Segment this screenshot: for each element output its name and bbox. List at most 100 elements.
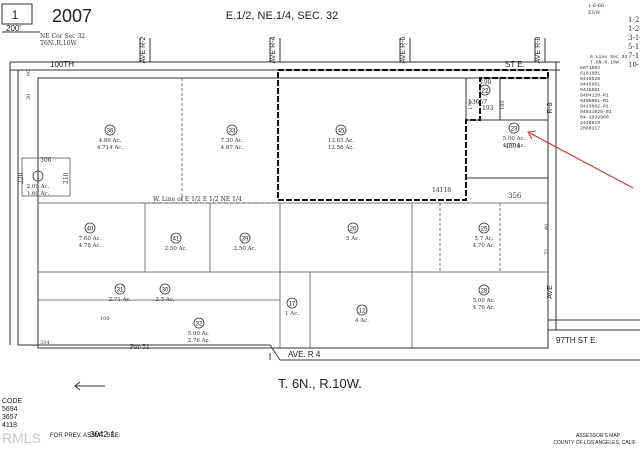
dim-198: 198 — [480, 79, 492, 86]
parcel-area: 2.50 Ac. — [165, 246, 188, 252]
dim-30: 30 — [26, 94, 32, 100]
north-arrow — [74, 381, 105, 391]
street-100th-right: ST E. — [505, 60, 525, 69]
parcel-number: 39 — [242, 237, 249, 243]
street-ave-r2: AVE R-2 — [140, 37, 147, 64]
street-r8-side: R-8 — [547, 102, 554, 113]
right-note-line: 9445601 — [580, 87, 600, 93]
prev-assmt-label: FOR PREV. ASSMT. SEE: — [50, 433, 120, 439]
annotation-arrow-head — [527, 130, 537, 140]
dim-170: 170 — [468, 100, 474, 110]
right-top-note: 1-2- — [628, 25, 640, 33]
street-ave-side: AVE — [547, 285, 554, 299]
right-note-line: 6101601 — [580, 71, 600, 77]
right-note-line: T.6N.R.10W. — [590, 60, 622, 66]
right-note-line: 2440519 — [580, 120, 600, 126]
map-header: 1 2007 200' E.1/2, NE.1/4, SEC. 32 NE Co… — [1, 3, 604, 47]
parcel-area: 4.70 Ac. — [473, 243, 496, 249]
parcel-area: 7.30 Ac. — [221, 138, 244, 144]
parcel-id-circle — [356, 304, 368, 316]
parcel-area: 4.714 Ac. — [97, 145, 124, 151]
top-right-date: 1-6-66 — [588, 3, 604, 9]
parcel-id-circle — [104, 124, 116, 136]
parcel-1-box — [21, 157, 71, 197]
right-top-note: 7-1 — [628, 52, 639, 60]
dim-60: 60 — [26, 70, 32, 76]
parcel-area: 12.65 Ac. — [328, 138, 355, 144]
road-lines — [9, 38, 640, 361]
parcel-area: 2.76 Ac. — [188, 338, 211, 344]
dim-72: 72 — [544, 249, 550, 255]
parcel-number: 40 — [87, 227, 94, 233]
dim-220: 220 — [18, 172, 25, 184]
tax-code-block: CODE 5694 3657 4118 — [2, 398, 23, 429]
parcel-number: 36 — [107, 129, 114, 135]
parcel-id-circle — [479, 84, 491, 96]
right-margin-notes: 6 Line Sec 33T.6N.R.10W.6071502610160194… — [580, 54, 628, 132]
parcel-number: 45 — [338, 129, 345, 135]
parcel-area: 5.7 Ac. — [474, 236, 494, 242]
mls-watermark: RMLS — [2, 430, 41, 446]
parcel-number: 22 — [482, 89, 489, 95]
parcel-area: 4.86 Ac. — [99, 138, 122, 144]
por-51-label: Por 51 — [130, 344, 150, 351]
parcel-id-circle — [84, 222, 96, 234]
prev-assmt-value: 3042-1 — [90, 430, 115, 439]
scale-label: 200' — [6, 24, 21, 33]
top-right-code: ESW — [588, 10, 601, 16]
right-note-line: 6071502 — [580, 65, 600, 71]
parcel-id-circle — [239, 232, 251, 244]
parcel-frame — [37, 77, 549, 349]
parcel-area: 12.56 Ac. — [328, 145, 355, 151]
map-year: 2007 — [52, 6, 92, 26]
code-value-3: 4118 — [2, 422, 17, 429]
right-note-line: 04-1039900 — [580, 115, 609, 121]
dim-210: 210 — [63, 172, 70, 184]
right-note-line: 2060317 — [580, 126, 600, 132]
parcel-number: 41 — [173, 237, 180, 243]
ave-r4-bend — [269, 344, 281, 361]
book-number: 1 — [12, 8, 19, 22]
parcel-id-circle — [170, 232, 182, 244]
right-note-line: 9413602-R1 — [580, 104, 609, 110]
parcel-id-circle — [478, 284, 490, 296]
parcel-area: 4.76 Ac. — [473, 305, 496, 311]
street-100th: 100TH — [50, 60, 74, 69]
right-note-line: 94011025-R1 — [580, 109, 612, 115]
parcel-area: 2.71 Ac. — [109, 297, 132, 303]
street-ave-r6: AVE R-6 — [400, 37, 407, 64]
right-note-line: 9446520 — [580, 76, 600, 82]
parcel-labels: 364.86 Ac.4.714 Ac.337.30 Ac.4.67 Ac.451… — [27, 84, 526, 344]
annotation-arrow — [527, 130, 634, 189]
right-note-line: 9405001-R1 — [580, 98, 609, 104]
code-value-2: 3657 — [2, 414, 18, 421]
parcel-22-23-lines — [465, 78, 548, 179]
parcel-number: 32 — [196, 322, 203, 328]
right-note-line: 9404110-R1 — [580, 93, 609, 99]
right-top-note: 3-10 — [628, 34, 640, 42]
street-labels: 100TH ST E. 97TH ST E. AVE. R 4 AVE R-2 … — [50, 37, 598, 359]
parcel-id-circle — [478, 222, 490, 234]
parcel-45-boundary — [277, 69, 549, 201]
parcel-area: 5.00 Ac. — [473, 298, 496, 304]
right-note-line: 9445601 — [580, 82, 600, 88]
dimension-labels: 306 220 210 356 193 198 13657 4894 14118… — [18, 70, 550, 346]
parcel-area: 1 Ac. — [285, 311, 299, 317]
parcel-id-circle — [226, 124, 238, 136]
parcel-area: 5.00 Ac. — [503, 136, 526, 142]
parcel-area: 7.60 Ac. — [79, 236, 102, 242]
book-box — [1, 3, 33, 25]
parcel-id-circle — [193, 317, 205, 329]
parcel-area: 5 Ac. — [346, 236, 360, 242]
parcel-id-circle — [159, 283, 171, 295]
parcel-number: 31 — [117, 288, 124, 294]
street-ave-r4-bottom: AVE. R 4 — [288, 350, 321, 359]
parcel-area: 4.77 Ac. — [503, 143, 526, 149]
section-title: E.1/2, NE.1/4, SEC. 32 — [226, 10, 339, 22]
county-label: COUNTY OF LOS ANGELES, CALIF. — [553, 440, 636, 446]
parcel-id-circle — [347, 222, 359, 234]
parcel-45-outline — [277, 69, 549, 201]
dim-180: 180 — [500, 100, 506, 110]
dim-193: 193 — [482, 105, 494, 112]
right-top-notes: 1-211-2-3-105-17-110- — [628, 16, 640, 69]
